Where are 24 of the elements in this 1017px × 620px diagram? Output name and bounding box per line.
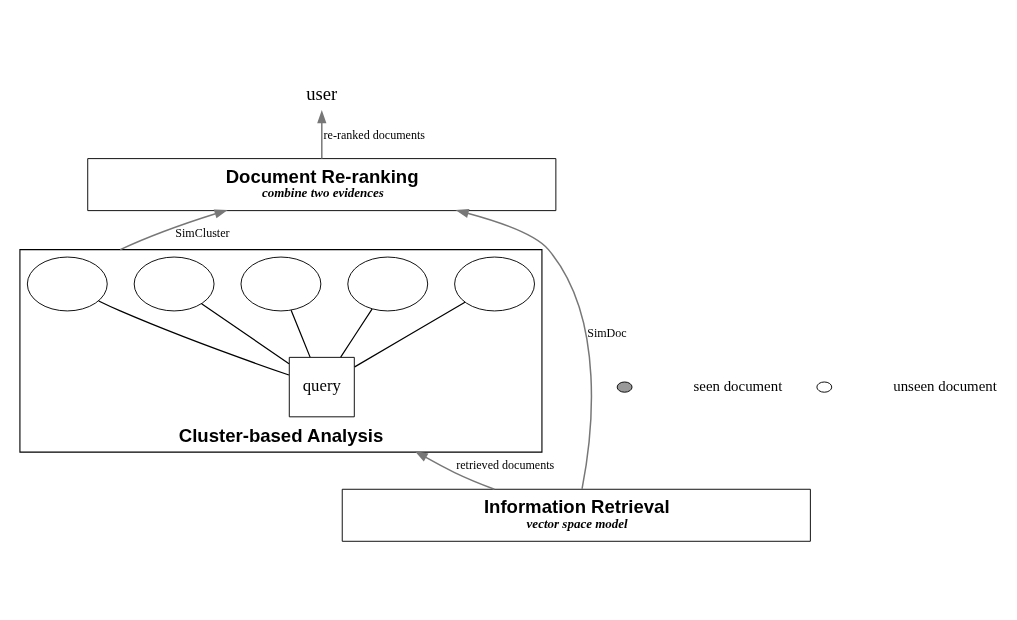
node-text: user (306, 83, 338, 105)
connector (290, 309, 311, 358)
legend-label: seen document (693, 377, 783, 394)
arrow (119, 209, 228, 251)
arrow (317, 109, 327, 160)
node-ellipse (347, 256, 429, 312)
connector (340, 308, 373, 358)
legend-label: unseen document (893, 377, 997, 394)
connector (354, 301, 466, 368)
edge-label: re-ranked documents (323, 127, 426, 142)
arrow (414, 451, 496, 490)
node-ellipse (133, 256, 215, 312)
node-ellipse (454, 256, 535, 312)
edge-label: retrieved documents (456, 458, 555, 473)
node-ellipse (240, 256, 322, 312)
edge-label: SimDoc (587, 326, 627, 341)
edge-label: SimCluster (175, 225, 230, 240)
arrow (455, 208, 593, 490)
node-box: Document Re-ranking combine two evidences (87, 158, 557, 212)
connector (201, 303, 290, 365)
node-ellipse (26, 256, 108, 312)
node-box: Information Retrieval vector space model (341, 488, 811, 542)
node-box: query (288, 356, 355, 418)
connector (98, 300, 290, 376)
